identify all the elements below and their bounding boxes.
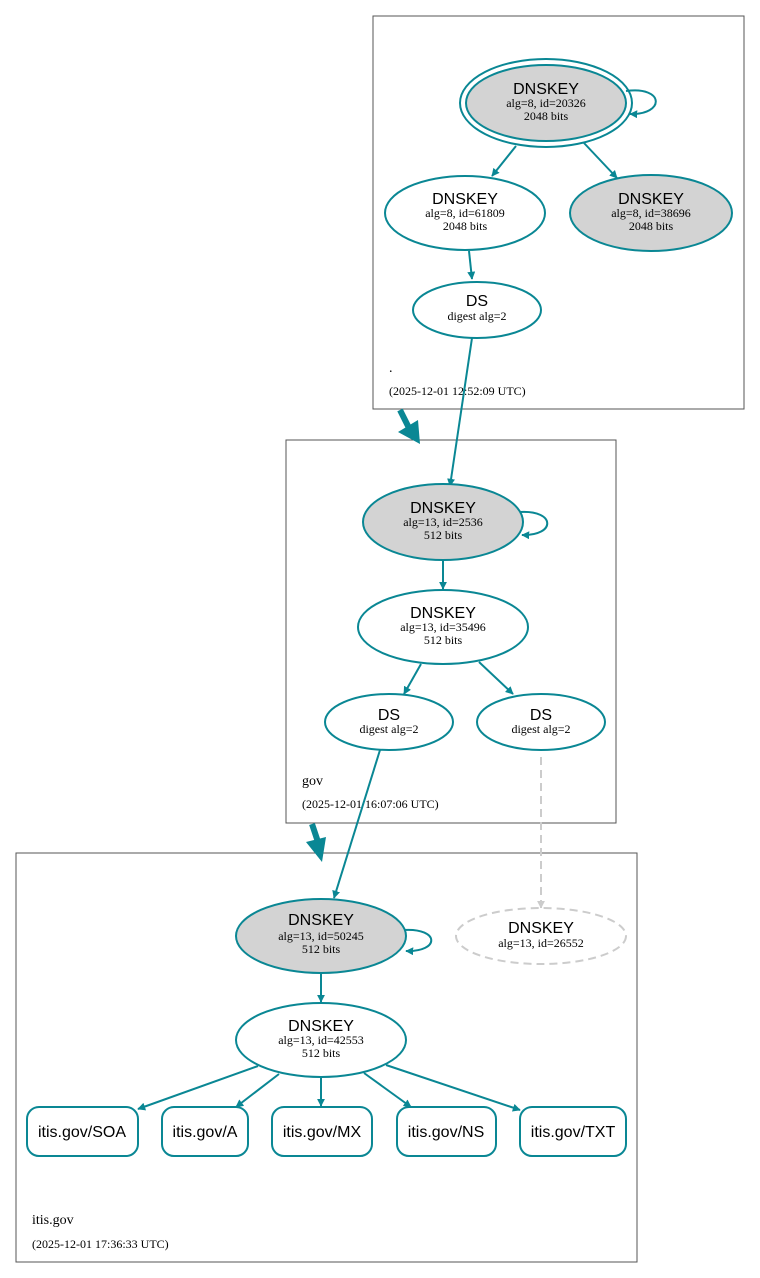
node-gov-ds2[interactable]: DS digest alg=2 xyxy=(476,693,606,751)
node-itis-zsk-title: DNSKEY xyxy=(288,1018,354,1035)
rrset-soa[interactable]: itis.gov/SOA xyxy=(26,1106,139,1157)
zone-root-box xyxy=(372,15,745,410)
node-gov-ds1[interactable]: DS digest alg=2 xyxy=(324,693,454,751)
node-root-ksk2-alg: alg=8, id=38696 xyxy=(611,206,691,220)
rrset-txt-label: itis.gov/TXT xyxy=(531,1124,616,1141)
node-root-zsk[interactable]: DNSKEY alg=8, id=61809 2048 bits xyxy=(384,175,546,251)
edge-root-ksk-zsk xyxy=(491,145,517,177)
edge-root-ds-gov-ksk xyxy=(447,337,473,487)
node-gov-ds2-digest: digest alg=2 xyxy=(511,722,570,736)
node-root-zsk-title: DNSKEY xyxy=(432,191,498,208)
delegation-gov-itis xyxy=(309,823,321,843)
edge-gov-ds1-itis-ksk xyxy=(332,749,381,899)
node-gov-ksk-title: DNSKEY xyxy=(410,500,476,517)
node-root-ds[interactable]: DS digest alg=2 xyxy=(412,281,542,339)
edge-gov-zsk-ds2 xyxy=(478,661,514,695)
node-root-ksk[interactable]: DNSKEY alg=8, id=20326 2048 bits xyxy=(459,58,633,148)
zone-itis-box xyxy=(15,852,638,1263)
zone-gov-label: gov xyxy=(302,774,323,789)
node-root-zsk-bits: 2048 bits xyxy=(443,219,488,233)
node-gov-ds1-title: DS xyxy=(378,707,400,724)
rrset-ns-label: itis.gov/NS xyxy=(408,1124,484,1141)
node-gov-zsk[interactable]: DNSKEY alg=13, id=35496 512 bits xyxy=(357,589,529,665)
zone-gov-timestamp: (2025-12-01 16:07:06 UTC) xyxy=(302,797,439,811)
rrset-mx-label: itis.gov/MX xyxy=(283,1124,362,1141)
node-gov-zsk-title: DNSKEY xyxy=(410,605,476,622)
zone-itis-timestamp: (2025-12-01 17:36:33 UTC) xyxy=(32,1237,169,1251)
node-itis-ksk-bits: 512 bits xyxy=(302,942,341,956)
node-root-ksk-bits: 2048 bits xyxy=(524,109,569,123)
edge-itis-zsk-soa xyxy=(137,1065,259,1111)
edge-itis-ksk-self xyxy=(403,928,433,956)
rrset-ns[interactable]: itis.gov/NS xyxy=(396,1106,497,1157)
node-gov-ksk-bits: 512 bits xyxy=(424,528,463,542)
edge-root-zsk-ds xyxy=(467,250,476,280)
node-root-ksk2[interactable]: DNSKEY alg=8, id=38696 2048 bits xyxy=(569,174,733,252)
edge-itis-zsk-a xyxy=(235,1073,280,1108)
node-itis-missing-title: DNSKEY xyxy=(508,920,574,937)
node-root-ds-title: DS xyxy=(466,293,488,310)
node-root-ksk-title: DNSKEY xyxy=(513,81,579,98)
node-itis-ksk-alg: alg=13, id=50245 xyxy=(278,929,364,943)
edge-itis-zsk-ns xyxy=(363,1072,412,1108)
rrset-mx[interactable]: itis.gov/MX xyxy=(271,1106,373,1157)
node-gov-ds2-title: DS xyxy=(530,707,552,724)
node-gov-ksk-alg: alg=13, id=2536 xyxy=(403,515,483,529)
node-root-ds-digest: digest alg=2 xyxy=(447,309,506,323)
zone-gov-box xyxy=(285,439,617,824)
delegation-gov-itis-head xyxy=(306,837,326,862)
node-itis-missing-alg: alg=13, id=26552 xyxy=(498,936,584,950)
node-root-ksk2-title: DNSKEY xyxy=(618,191,684,208)
edge-root-ksk-ksk2 xyxy=(583,142,618,179)
node-gov-zsk-alg: alg=13, id=35496 xyxy=(400,620,486,634)
edge-gov-ksk-self xyxy=(519,510,549,540)
zone-root-label: . xyxy=(389,361,393,376)
node-itis-zsk[interactable]: DNSKEY alg=13, id=42553 512 bits xyxy=(235,1002,407,1078)
delegation-root-gov-head xyxy=(398,420,420,444)
node-itis-zsk-bits: 512 bits xyxy=(302,1046,341,1060)
rrset-a-label: itis.gov/A xyxy=(173,1124,238,1141)
node-root-zsk-alg: alg=8, id=61809 xyxy=(425,206,505,220)
zone-itis-label: itis.gov xyxy=(32,1213,74,1228)
node-itis-ksk[interactable]: DNSKEY alg=13, id=50245 512 bits xyxy=(235,898,407,974)
node-itis-missing-key[interactable]: DNSKEY alg=13, id=26552 xyxy=(455,907,627,965)
node-itis-ksk-title: DNSKEY xyxy=(288,912,354,929)
rrset-soa-label: itis.gov/SOA xyxy=(38,1124,126,1141)
node-gov-zsk-bits: 512 bits xyxy=(424,633,463,647)
node-root-ksk2-bits: 2048 bits xyxy=(629,219,674,233)
edge-itis-zsk-txt xyxy=(385,1064,521,1112)
rrset-a[interactable]: itis.gov/A xyxy=(161,1106,249,1157)
node-gov-ksk[interactable]: DNSKEY alg=13, id=2536 512 bits xyxy=(362,483,524,561)
node-itis-zsk-alg: alg=13, id=42553 xyxy=(278,1033,364,1047)
node-root-ksk-alg: alg=8, id=20326 xyxy=(506,96,586,110)
edge-gov-zsk-ds1 xyxy=(403,663,422,695)
zone-root-timestamp: (2025-12-01 12:52:09 UTC) xyxy=(389,384,526,398)
rrset-txt[interactable]: itis.gov/TXT xyxy=(519,1106,627,1157)
node-gov-ds1-digest: digest alg=2 xyxy=(359,722,418,736)
edge-root-ksk-self xyxy=(625,89,657,119)
